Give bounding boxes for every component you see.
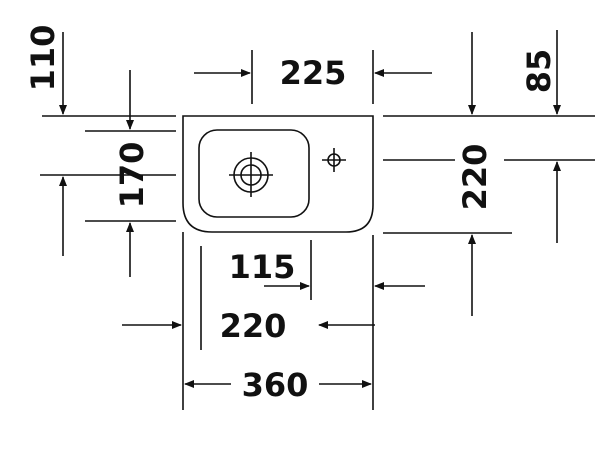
- dim-170: 170: [40, 142, 176, 277]
- dim-220-bottom: 220: [122, 307, 375, 345]
- basin-outline: [182, 115, 374, 233]
- dim-115-label: 115: [229, 248, 296, 286]
- dim-110: 110: [24, 25, 176, 132]
- dim-220-bottom-label: 220: [220, 307, 287, 345]
- dim-115: 115: [200, 240, 425, 350]
- tap-hole-icon: [322, 148, 346, 172]
- dim-360-label: 360: [242, 366, 309, 404]
- drain-icon: [229, 152, 273, 197]
- dim-85: 85: [383, 30, 595, 161]
- dim-220-right: 220: [383, 144, 561, 316]
- bowl-outline: [198, 129, 310, 218]
- dim-225: 225: [194, 50, 432, 104]
- dim-225-label: 225: [280, 54, 347, 92]
- dim-360: 360: [182, 232, 374, 410]
- dim-220-right-label: 220: [456, 144, 494, 211]
- dim-110-label: 110: [24, 25, 62, 92]
- dim-170-label: 170: [113, 142, 151, 209]
- dim-85-label: 85: [520, 49, 558, 94]
